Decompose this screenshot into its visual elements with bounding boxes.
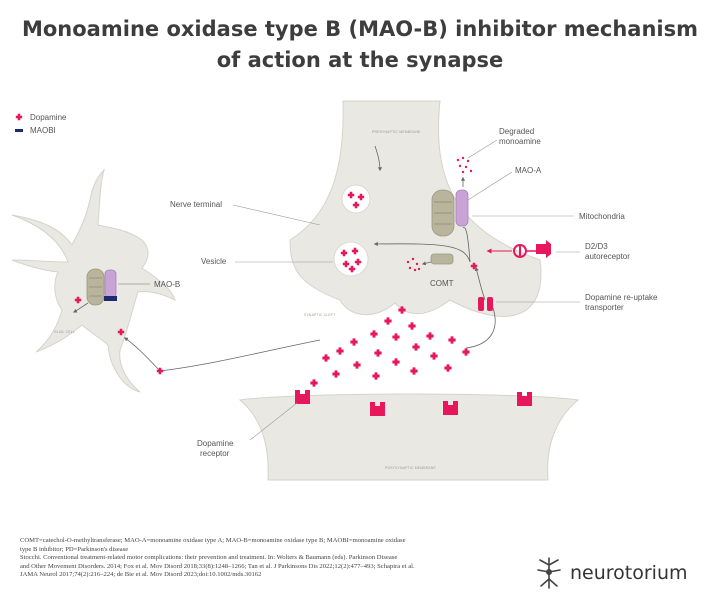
maobi-inhibitor xyxy=(104,296,117,301)
postsynaptic-label: POSTSYNAPTIC MEMBRANE xyxy=(385,466,436,470)
legend: Dopamine MAOBI xyxy=(15,113,67,135)
reuptake-label-1: Dopamine re-uptake xyxy=(585,293,658,302)
footnote-line-3: Stocchi. Conventional treatment-related … xyxy=(20,554,398,562)
vesicle-2 xyxy=(333,241,369,277)
degraded-label-1: Degraded xyxy=(499,127,534,136)
vesicle-label: Vesicle xyxy=(201,257,227,266)
footnote-line-5: JAMA Neurol 2017;74(2):216–224; de Bie e… xyxy=(20,571,262,579)
brand-logo: neurotorium xyxy=(534,556,688,590)
postsynaptic-membrane xyxy=(238,393,580,481)
mao-a-label: MAO-A xyxy=(515,166,542,175)
glial-uptake-path xyxy=(124,337,321,372)
title-line-1: Monoamine oxidase type B (MAO-B) inhibit… xyxy=(21,17,699,41)
legend-maobi-swatch xyxy=(15,129,23,132)
synaptic-cleft-label: SYNAPTIC CLEFT xyxy=(304,313,335,317)
mao-b-label: MAO-B xyxy=(154,280,180,289)
d2d3-label-2: autoreceptor xyxy=(585,252,630,261)
synapse-diagram: Dopamine MAOBI PRESYNAPTIC MEMBRANE POST… xyxy=(11,100,658,481)
footnote-line-1: COMT=catechol-O-methyltransferase; MAO-A… xyxy=(20,537,406,544)
legend-dopamine-swatch xyxy=(15,113,23,121)
mao-a-enzyme xyxy=(455,189,469,227)
footnote-line-2: type B inhibitor; PD=Parkinson's disease xyxy=(20,545,129,553)
presynaptic-label: PRESYNAPTIC MEMBRANE xyxy=(372,130,421,134)
mao-b-enzyme xyxy=(104,269,117,299)
reuptake-transporter xyxy=(478,297,493,311)
legend-maobi-label: MAOBI xyxy=(30,126,56,135)
receptor-label-2: receptor xyxy=(200,449,230,458)
brand-name: neurotorium xyxy=(570,562,688,584)
comt-degraded-dots xyxy=(406,257,421,272)
title-line-2: of action at the synapse xyxy=(216,48,504,72)
d2d3-autoreceptor xyxy=(486,240,551,258)
mitochondria-label: Mitochondria xyxy=(579,212,625,221)
vesicle-1 xyxy=(341,184,371,214)
dopamine-receptors xyxy=(295,390,532,416)
receptor-label-1: Dopamine xyxy=(197,439,234,448)
degraded-monoamine xyxy=(456,156,473,174)
d2d3-label-1: D2/D3 xyxy=(585,242,608,251)
comt-enzyme xyxy=(430,253,454,265)
page-title: Monoamine oxidase type B (MAO-B) inhibit… xyxy=(0,14,720,76)
reuptake-label-2: transporter xyxy=(585,303,624,312)
legend-dopamine-label: Dopamine xyxy=(30,113,67,122)
glial-cell-label: GLIAL CELL xyxy=(54,330,75,334)
neuron-logo-icon xyxy=(537,557,561,589)
footnote-line-4: and Other Movement Disorders. 2014; Fox … xyxy=(20,562,415,570)
footnotes: COMT=catechol-O-methyltransferase; MAO-A… xyxy=(20,537,520,580)
nerve-terminal-label: Nerve terminal xyxy=(170,200,222,209)
comt-label: COMT xyxy=(430,279,454,288)
degraded-label-2: monoamine xyxy=(499,137,541,146)
